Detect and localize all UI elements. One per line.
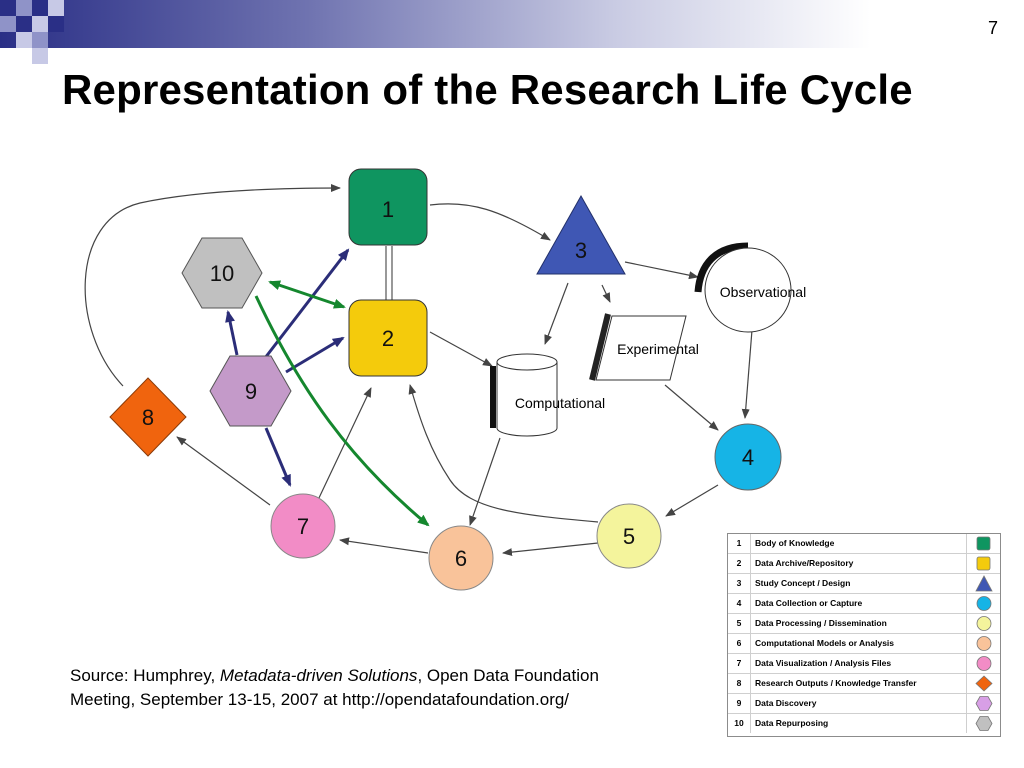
arrow-6-to-7	[339, 537, 429, 554]
arrow-observational-to-4	[741, 329, 753, 419]
legend-number: 4	[728, 594, 751, 613]
page-title: Representation of the Research Life Cycl…	[62, 66, 913, 113]
legend-triangle-icon	[966, 574, 1000, 593]
arrow-2-to-computational	[429, 331, 493, 367]
legend-table: 1 Body of Knowledge 2 Data Archive/Reposito…	[727, 533, 1001, 737]
arrow-5-to-6	[502, 542, 599, 557]
arrow-7-to-2	[317, 387, 372, 501]
node-3: 3	[536, 194, 626, 275]
legend-label: Computational Models or Analysis	[755, 638, 895, 648]
arrow-7-to-8	[176, 436, 271, 506]
legend-row: 9 Data Discovery	[728, 694, 1000, 714]
legend-row: 7 Data Visualization / Analysis Files	[728, 654, 1000, 674]
legend-hexagon-icon	[966, 714, 1000, 733]
node-label: 5	[623, 524, 635, 549]
legend-label: Data Visualization / Analysis Files	[755, 658, 892, 668]
legend-label: Data Repurposing	[755, 718, 829, 728]
legend-row: 10 Data Repurposing	[728, 714, 1000, 734]
arrow-10-to-2-bidirectional	[268, 280, 346, 309]
arrow-9-to-10	[225, 310, 239, 356]
arrow-9-to-7	[264, 427, 292, 487]
legend-label: Data Processing / Dissemination	[755, 618, 887, 628]
computational-cylinder: Computational	[490, 353, 605, 437]
node-label: 10	[210, 261, 234, 286]
arrow-3-to-observational	[624, 261, 699, 280]
legend-row: 3 Study Concept / Design	[728, 574, 1000, 594]
legend-label: Data Collection or Capture	[755, 598, 863, 608]
legend-row: 6 Computational Models or Analysis	[728, 634, 1000, 654]
node-5: 5	[596, 503, 662, 569]
arrow-experimental-to-4	[664, 384, 719, 431]
legend-square-icon	[966, 534, 1000, 553]
legend-circle-icon	[966, 614, 1000, 633]
legend-number: 1	[728, 534, 751, 553]
legend-row: 2 Data Archive/Repository	[728, 554, 1000, 574]
observational-label: Observational	[720, 284, 806, 300]
experimental-parallelogram: Experimental	[589, 308, 699, 381]
legend-label: Body of Knowledge	[755, 538, 835, 548]
computational-label: Computational	[515, 395, 605, 411]
arrow-8-to-1	[84, 184, 341, 387]
node-10: 10	[181, 237, 263, 309]
arrow-3-to-experimental	[601, 284, 611, 303]
node-2: 2	[348, 299, 428, 377]
legend-label: Study Concept / Design	[755, 578, 851, 588]
arrow-3-to-computational	[544, 282, 569, 345]
node-6: 6	[428, 525, 494, 591]
legend-number: 9	[728, 694, 751, 713]
arrow-5-to-2	[408, 384, 599, 523]
source-citation: Source: Humphrey, Metadata-driven Soluti…	[70, 664, 610, 712]
line-1-to-2	[385, 246, 393, 300]
node-1: 1	[348, 168, 428, 246]
slide-number: 7	[987, 18, 998, 38]
source-suffix: , Open Data Foundation Meeting, Septembe…	[70, 666, 599, 709]
legend-label: Data Archive/Repository	[755, 558, 854, 568]
node-label: 6	[455, 546, 467, 571]
source-work-title: Metadata-driven Solutions	[219, 666, 418, 685]
legend-number: 7	[728, 654, 751, 673]
observational-circle: Observational	[694, 242, 806, 333]
legend-circle-icon	[966, 634, 1000, 653]
arrow-10-to-6	[254, 295, 430, 527]
legend-circle-icon	[966, 654, 1000, 673]
node-label: 2	[382, 326, 394, 351]
arrow-9-to-2	[285, 336, 345, 374]
decorative-checker-logo	[0, 0, 80, 64]
legend-number: 10	[728, 714, 751, 733]
experimental-label: Experimental	[617, 341, 699, 357]
legend-row: 4 Data Collection or Capture	[728, 594, 1000, 614]
legend-row: 5 Data Processing / Dissemination	[728, 614, 1000, 634]
header-band	[0, 0, 1024, 48]
node-label: 1	[382, 197, 394, 222]
arrow-1-to-3	[429, 203, 551, 241]
legend-diamond-icon	[966, 674, 1000, 693]
legend-number: 5	[728, 614, 751, 633]
legend-number: 8	[728, 674, 751, 693]
node-label: 9	[245, 379, 257, 404]
legend-number: 2	[728, 554, 751, 573]
arrow-computational-to-6	[469, 437, 501, 526]
node-4: 4	[714, 423, 782, 491]
node-label: 3	[575, 238, 587, 263]
legend-row: 1 Body of Knowledge	[728, 534, 1000, 554]
legend-hexagon-icon	[966, 694, 1000, 713]
arrow-4-to-5	[665, 484, 719, 517]
legend-circle-icon	[966, 594, 1000, 613]
legend-label: Data Discovery	[755, 698, 817, 708]
legend-row: 8 Research Outputs / Knowledge Transfer	[728, 674, 1000, 694]
legend-number: 6	[728, 634, 751, 653]
legend-number: 3	[728, 574, 751, 593]
node-8: 8	[109, 377, 187, 457]
legend-label: Research Outputs / Knowledge Transfer	[755, 678, 917, 688]
source-prefix: Source: Humphrey,	[70, 666, 220, 685]
node-label: 4	[742, 445, 754, 470]
legend-square-icon	[966, 554, 1000, 573]
node-label: 8	[142, 405, 154, 430]
node-9: 9	[209, 355, 292, 427]
node-7: 7	[270, 493, 336, 559]
node-label: 7	[297, 514, 309, 539]
